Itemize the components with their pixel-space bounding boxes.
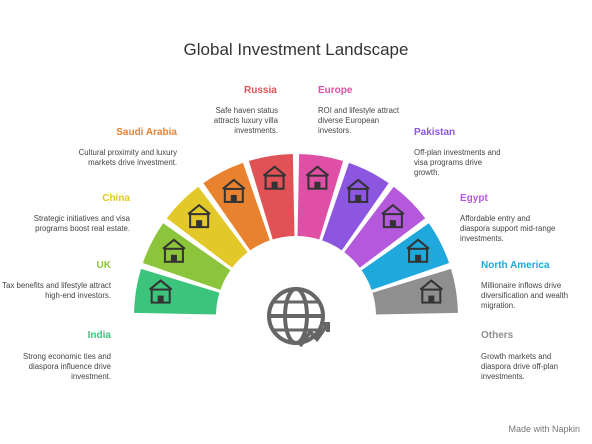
segment-saudi <box>203 162 270 251</box>
globe-money-icon <box>419 279 443 304</box>
desc-uk: Tax benefits and lifestyle attract high-… <box>2 281 111 300</box>
pagoda-building-icon <box>381 203 405 229</box>
desc-saudi-arabia: Cultural proximity and luxury markets dr… <box>78 148 177 167</box>
desc-india: Strong economic ties and diaspora influe… <box>23 352 111 381</box>
desc-egypt: Affordable entry and diaspora support mi… <box>460 214 556 243</box>
desc-china: Strategic initiatives and visa programs … <box>33 214 130 233</box>
center-globe-icon <box>267 287 330 348</box>
label-europe: Europe <box>318 85 353 96</box>
london-skyline-icon <box>162 238 186 263</box>
label-india: India <box>87 330 111 341</box>
onion-dome-towers-icon <box>262 165 287 190</box>
rupee-growth-icon <box>149 279 173 304</box>
segment-pakistan <box>322 162 389 251</box>
label-saudi-arabia: Saudi Arabia <box>116 127 177 138</box>
castle-icon <box>305 165 330 190</box>
label-north-america: North America <box>481 260 550 271</box>
segment-north-america <box>361 223 450 290</box>
desc-europe: ROI and lifestyle attract diverse Europe… <box>318 106 400 135</box>
label-others: Others <box>481 330 514 341</box>
desc-others: Growth markets and diaspora drive off-pl… <box>481 352 559 381</box>
desc-pakistan: Off-plan investments and visa programs d… <box>414 148 501 177</box>
label-russia: Russia <box>244 85 277 96</box>
label-egypt: Egypt <box>460 193 488 204</box>
label-china: China <box>102 193 130 204</box>
mosque-dome-icon <box>222 178 246 203</box>
shopping-cart-buildings-icon <box>346 178 370 203</box>
label-uk: UK <box>96 260 111 271</box>
diagram-title: Global Investment Landscape <box>183 40 409 59</box>
segment-uk <box>142 223 231 290</box>
napkin-credit: Made with Napkin <box>508 424 580 434</box>
money-buildings-icon <box>406 238 430 263</box>
desc-north-america: Millionaire inflows drive diversificatio… <box>481 281 569 310</box>
label-pakistan: Pakistan <box>414 127 456 138</box>
desc-russia: Safe haven status attracts luxury villa … <box>213 106 278 135</box>
skyscrapers-icon <box>187 203 211 229</box>
